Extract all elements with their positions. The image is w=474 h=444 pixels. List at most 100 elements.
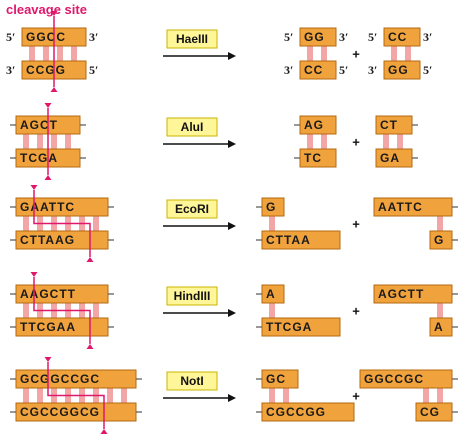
- cleavage-arrow-top: [44, 357, 52, 362]
- right-product-bottom-HaeIII-text: GG: [388, 63, 409, 77]
- right-product-HaeIII-base-pair: [405, 46, 411, 61]
- enzyme-label-box-HaeIII: [166, 29, 218, 49]
- right-product-end: 3′: [368, 63, 377, 77]
- enzyme-name-NotI: NotI: [180, 374, 203, 388]
- enzyme-label-box-NotI: [166, 371, 218, 391]
- left-product-top-AluI-text: AG: [304, 118, 324, 132]
- enzyme-name-AluI: AluI: [181, 120, 204, 134]
- right-product-EcoRI-base-pair: [437, 216, 443, 231]
- right-product-AluI-base-pair: [397, 134, 403, 149]
- input-HindIII-base-pair: [23, 303, 29, 318]
- right-product-end: 5′: [368, 30, 377, 44]
- left-product-EcoRI-base-pair: [269, 216, 275, 231]
- left-product-AluI-base-pair: [321, 134, 327, 149]
- reaction-arrowhead: [228, 394, 236, 402]
- left-product-top-HindIII-text: A: [266, 287, 276, 301]
- input-top-EcoRI-text: GAATTC: [20, 200, 75, 214]
- right-product-NotI-base-pair: [437, 388, 443, 403]
- left-product-bottom-HindIII-text: TTCGA: [266, 320, 312, 334]
- input-AluI-base-pair: [23, 134, 29, 149]
- input-HaeIII-base-pair: [29, 46, 35, 61]
- reaction-arrowhead: [228, 140, 236, 148]
- right-product-top-HaeIII-box: [383, 27, 421, 47]
- left-product-end: 5′: [284, 30, 293, 44]
- input-NotI-base-pair: [37, 388, 43, 403]
- plus-sign: +: [352, 304, 360, 319]
- input-HaeIII-base-pair: [71, 46, 77, 61]
- right-product-bottom-HindIII-text: A: [434, 320, 444, 334]
- left-product-HaeIII-base-pair: [321, 46, 327, 61]
- enzyme-label-box-AluI: [166, 117, 218, 137]
- input-NotI-base-pair: [121, 388, 127, 403]
- left-product-top-NotI-text: GC: [266, 372, 286, 386]
- left-product-bottom-AluI-text: TC: [304, 151, 322, 165]
- right-product-bottom-AluI-text: GA: [380, 151, 400, 165]
- input-end-top-left: 5′: [6, 30, 15, 44]
- right-product-top-AluI-text: CT: [380, 118, 398, 132]
- right-product-bottom-NotI-text: CG: [420, 405, 440, 419]
- left-product-NotI-base-pair: [269, 388, 275, 403]
- input-NotI-base-pair: [107, 388, 113, 403]
- cleavage-site-caption: cleavage site: [6, 2, 87, 17]
- left-product-HaeIII-base-pair: [307, 46, 313, 61]
- input-end-top-right: 3′: [89, 30, 98, 44]
- input-bottom-HindIII-text: TTCGAA: [20, 320, 76, 334]
- right-product-end: 5′: [423, 63, 432, 77]
- input-HindIII-base-pair: [93, 303, 99, 318]
- input-AluI-base-pair: [65, 134, 71, 149]
- cleavage-arrow-top: [30, 185, 38, 190]
- cleavage-line-EcoRI: [33, 190, 91, 257]
- input-AluI-base-pair: [51, 134, 57, 149]
- reaction-arrowhead: [228, 52, 236, 60]
- right-product-top-HaeIII-text: CC: [388, 30, 407, 44]
- enzyme-label-box-HindIII: [166, 286, 218, 306]
- cleavage-arrow-bottom: [86, 344, 94, 349]
- input-top-NotI-text: GCGGCCGC: [20, 372, 100, 386]
- left-product-NotI-base-pair: [283, 388, 289, 403]
- reaction-arrowhead: [228, 222, 236, 230]
- input-HaeIII-base-pair: [57, 46, 63, 61]
- right-product-AluI-base-pair: [383, 134, 389, 149]
- cleavage-arrow-bottom: [44, 175, 52, 180]
- input-bottom-NotI-text: CGCCGGCG: [20, 405, 100, 419]
- input-bottom-AluI-text: TCGA: [20, 151, 58, 165]
- right-product-top-EcoRI-text: AATTC: [378, 200, 423, 214]
- input-EcoRI-base-pair: [93, 216, 99, 231]
- plus-sign: +: [352, 217, 360, 232]
- cleavage-arrow-bottom: [50, 87, 58, 92]
- enzyme-name-HindIII: HindIII: [174, 289, 211, 303]
- input-bottom-EcoRI-text: CTTAAG: [20, 233, 75, 247]
- input-HaeIII-base-pair: [43, 46, 49, 61]
- right-product-end: 3′: [423, 30, 432, 44]
- input-top-HindIII-text: AAGCTT: [20, 287, 76, 301]
- right-product-HaeIII-base-pair: [391, 46, 397, 61]
- cleavage-arrow-bottom: [86, 257, 94, 262]
- cleavage-line-HindIII: [33, 277, 91, 344]
- left-product-top-HaeIII-box: [299, 27, 337, 47]
- enzyme-label-box-EcoRI: [166, 199, 218, 219]
- plus-sign: +: [352, 47, 360, 62]
- input-top-AluI-text: AGCT: [20, 118, 58, 132]
- input-AluI-base-pair: [37, 134, 43, 149]
- left-product-top-EcoRI-text: G: [266, 200, 276, 214]
- left-product-AluI-base-pair: [307, 134, 313, 149]
- right-product-bottom-HaeIII-box: [383, 60, 421, 80]
- right-product-top-NotI-text: GGCCGC: [364, 372, 424, 386]
- left-product-bottom-HaeIII-text: CC: [304, 63, 323, 77]
- input-bottom-HaeIII-text: CCGG: [26, 63, 66, 77]
- plus-sign: +: [352, 389, 360, 404]
- cleavage-arrow-bottom: [100, 429, 108, 434]
- enzyme-name-EcoRI: EcoRI: [175, 202, 209, 216]
- right-product-HindIII-base-pair: [437, 303, 443, 318]
- cleavage-line-NotI: [47, 362, 105, 429]
- left-product-end: 5′: [339, 63, 348, 77]
- cleavage-arrow-top: [44, 103, 52, 108]
- input-end-bottom-right: 5′: [89, 63, 98, 77]
- left-product-HindIII-base-pair: [269, 303, 275, 318]
